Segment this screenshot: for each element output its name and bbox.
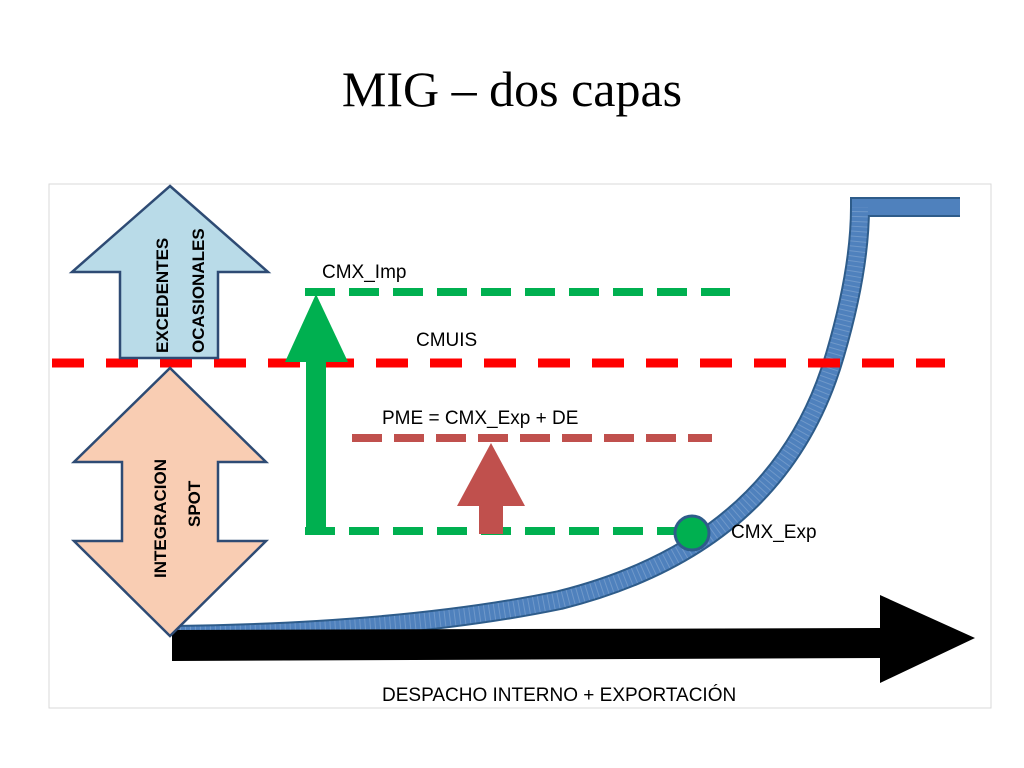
slide-title: MIG – dos capas (341, 61, 683, 117)
x-axis-arrow (172, 595, 975, 683)
integracion-label-line2: SPOT (185, 480, 204, 527)
cmx-imp-label: CMX_Imp (322, 262, 406, 283)
excedentes-ocasionales-arrow: EXCEDENTES OCASIONALES (68, 184, 272, 360)
green-up-arrow (285, 294, 348, 532)
cmx-exp-point (673, 514, 711, 552)
cmx-exp-label: CMX_Exp (731, 522, 817, 543)
cmuis-label: CMUIS (416, 330, 477, 351)
excedentes-label-line2: OCASIONALES (189, 228, 208, 353)
integracion-spot-arrow: INTEGRACION SPOT (70, 366, 270, 638)
pme-label: PME = CMX_Exp + DE (382, 408, 578, 429)
x-axis-label: DESPACHO INTERNO + EXPORTACIÓN (382, 684, 736, 706)
excedentes-label-line1: EXCEDENTES (153, 238, 172, 353)
integracion-label-line1: INTEGRACION (151, 459, 170, 578)
de-up-arrow (457, 443, 525, 534)
